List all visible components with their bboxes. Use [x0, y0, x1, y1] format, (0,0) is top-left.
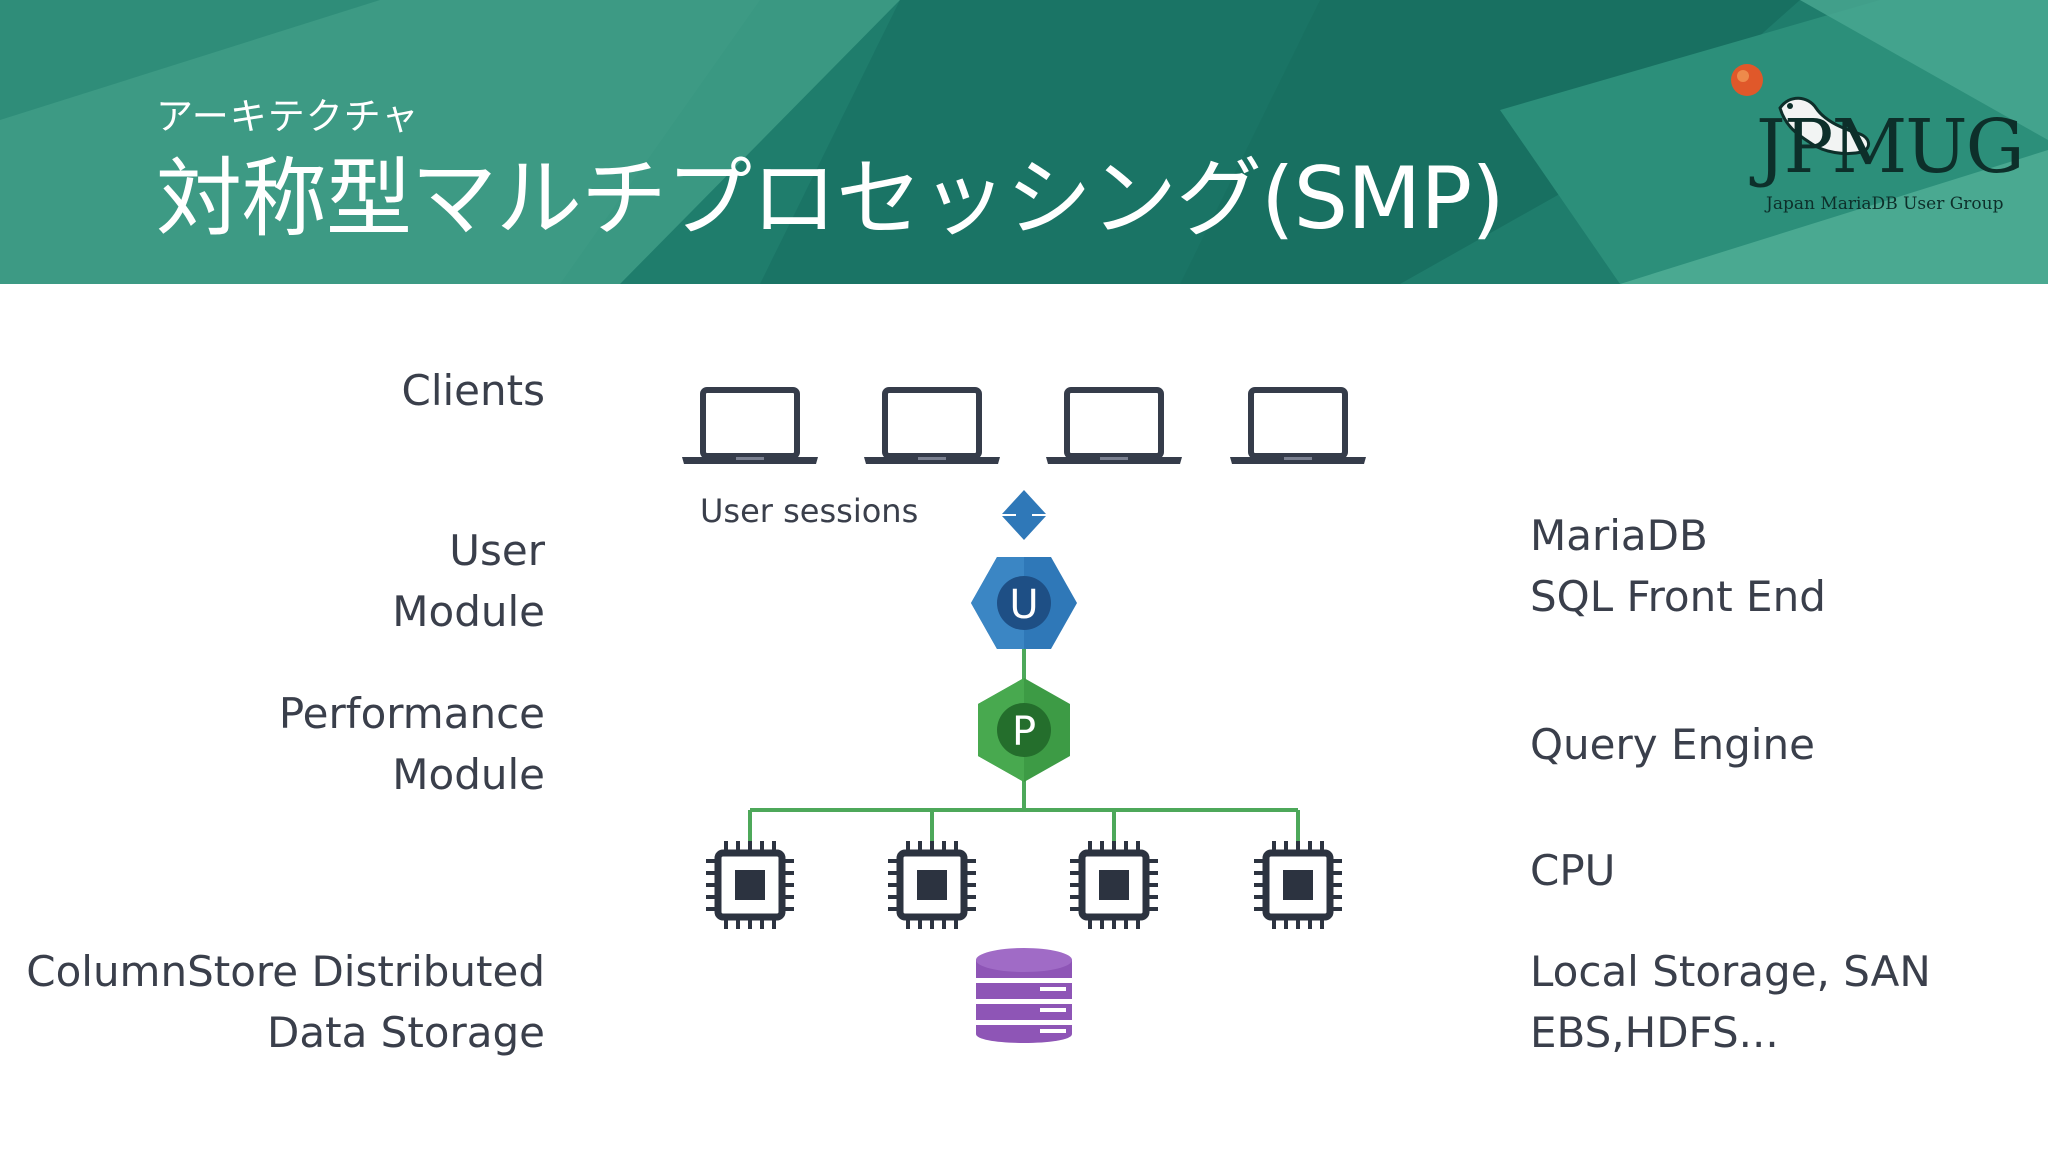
logo-subtitle: Japan MariaDB User Group: [1766, 194, 2004, 214]
user-sessions-label: User sessions: [700, 492, 919, 530]
cpu-chip-icon: [888, 841, 976, 929]
double-arrow-icon: [1002, 490, 1046, 540]
slide-title: 対称型マルチプロセッシング(SMP): [156, 149, 1505, 249]
label-cpu: CPU: [1530, 846, 1616, 895]
client-laptops: [682, 387, 1366, 464]
header-banner: アーキテクチャ 対称型マルチプロセッシング(SMP) JPMUG Japan M…: [0, 0, 2048, 284]
performance-module-node: P: [978, 678, 1070, 782]
laptop-icon: [864, 387, 1000, 464]
user-module-node: U: [971, 557, 1077, 649]
header-background: [0, 0, 2048, 284]
label-clients: Clients: [401, 366, 545, 415]
slide-subtitle: アーキテクチャ: [156, 95, 420, 138]
database-icon: [976, 948, 1072, 1043]
label-local-storage: Local Storage, SAN EBS,HDFS...: [1530, 947, 1931, 1057]
label-columnstore-storage: ColumnStore Distributed Data Storage: [26, 947, 545, 1057]
label-performance-module: Performance Module: [278, 689, 545, 799]
laptop-icon: [1046, 387, 1182, 464]
cpu-chips: [706, 841, 1342, 929]
laptop-icon: [682, 387, 818, 464]
jpmug-logo-icon: [1731, 64, 1870, 156]
label-user-module: User Module: [392, 526, 545, 636]
cpu-chip-icon: [706, 841, 794, 929]
user-node-letter: U: [1009, 582, 1038, 628]
logo-text: JPMUG: [1756, 104, 2025, 190]
performance-node-letter: P: [1012, 709, 1036, 755]
label-mariadb-front-end: MariaDB SQL Front End: [1530, 511, 1826, 621]
cpu-chip-icon: [1070, 841, 1158, 929]
cpu-chip-icon: [1254, 841, 1342, 929]
laptop-icon: [1230, 387, 1366, 464]
label-query-engine: Query Engine: [1530, 720, 1815, 769]
